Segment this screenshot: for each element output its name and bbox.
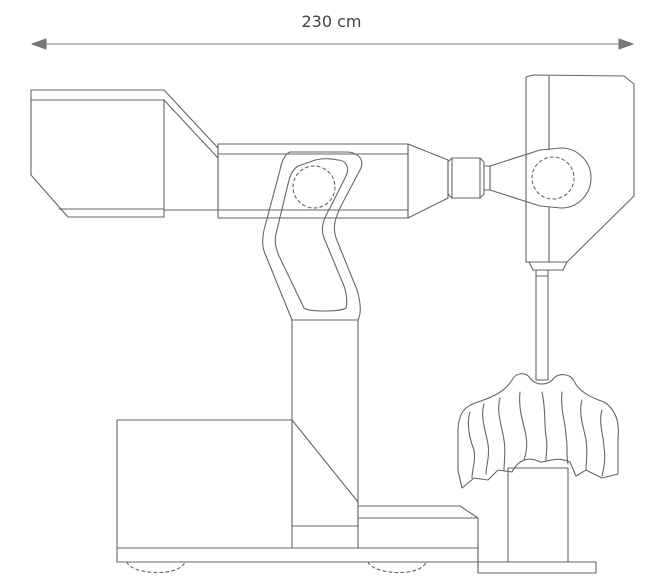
brush-pole xyxy=(535,269,549,381)
base-block xyxy=(116,419,359,549)
curved-support-arm xyxy=(262,151,363,321)
brush-pedestal xyxy=(507,467,569,563)
base-step xyxy=(357,505,479,549)
vertical-column xyxy=(291,319,359,527)
right-wheel xyxy=(367,561,427,574)
horizontal-arm xyxy=(217,143,449,219)
width-dimension-arrow xyxy=(31,38,634,50)
left-hood xyxy=(30,89,219,218)
base-plate xyxy=(116,547,597,574)
left-wheel xyxy=(126,561,186,574)
wheels xyxy=(126,561,427,574)
right-head xyxy=(525,74,635,271)
brush-skirt xyxy=(457,373,619,489)
neck-connector xyxy=(447,157,491,199)
width-dimension-label: 230 cm xyxy=(301,12,362,31)
knuckle-joint xyxy=(489,147,592,209)
